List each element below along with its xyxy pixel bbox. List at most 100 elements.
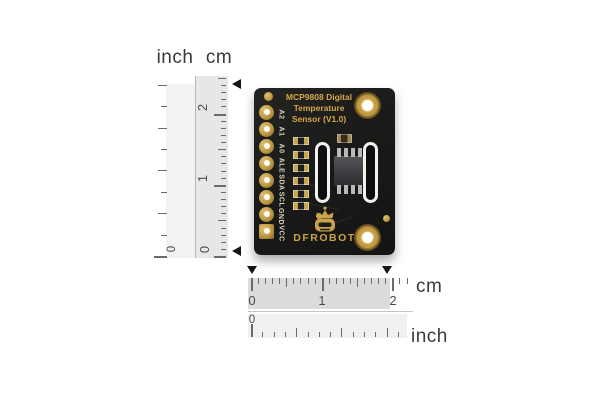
pin-hole-center bbox=[263, 228, 270, 234]
pin-hole-center bbox=[263, 211, 270, 217]
horizontal-cm-tick bbox=[343, 278, 344, 284]
horizontal-inch-tick bbox=[285, 332, 286, 337]
horizontal-inch-number-0: 0 bbox=[248, 314, 256, 326]
horizontal-inch-tick bbox=[398, 332, 399, 337]
ic-lead bbox=[344, 148, 348, 157]
pin-hole-center bbox=[263, 109, 270, 115]
horizontal-cm-number-2: 2 bbox=[389, 293, 397, 308]
board-title: MCP9808 Digital Temperature Sensor (V1.0… bbox=[260, 92, 378, 125]
horizontal-inch-tick bbox=[262, 332, 263, 337]
horizontal-cm-unit-label: cm bbox=[416, 276, 443, 297]
horizontal-inch-tick bbox=[296, 328, 297, 337]
horizontal-cm-tick bbox=[407, 278, 408, 284]
pin-hole-center bbox=[263, 126, 270, 132]
vertical-cm-tick bbox=[221, 249, 226, 250]
ic-lead bbox=[358, 185, 362, 194]
pin-label-text: VCC bbox=[277, 224, 285, 242]
horizontal-cm-tick bbox=[336, 278, 337, 284]
via-dot-top-left bbox=[264, 92, 273, 101]
pin-hole-scl bbox=[259, 189, 274, 205]
isolation-slot-right bbox=[363, 142, 378, 203]
board-title-line3: Sensor (V1.0) bbox=[291, 114, 347, 124]
horizontal-inch-tick bbox=[308, 332, 309, 337]
horizontal-cm-tick bbox=[399, 278, 400, 284]
pin-hole-sda bbox=[259, 172, 274, 188]
horizontal-inch-tick bbox=[274, 332, 275, 337]
horizontal-inch-tick bbox=[330, 332, 331, 337]
isolation-slot-left bbox=[315, 142, 330, 203]
horizontal-cm-tick bbox=[293, 278, 294, 284]
vertical-cm-tick bbox=[221, 206, 226, 207]
horizontal-cm-tick bbox=[364, 278, 365, 284]
vertical-cm-tick bbox=[214, 256, 226, 258]
horizontal-inch-unit-label: inch bbox=[411, 326, 448, 347]
ic-lead bbox=[337, 148, 341, 157]
pin-label-a1: A1 bbox=[273, 124, 289, 138]
board-top-extent-marker-icon bbox=[232, 79, 241, 89]
vertical-ruler-inch-unit-label: inch bbox=[156, 47, 194, 68]
board-right-extent-marker-icon bbox=[382, 266, 392, 274]
pin-hole-center bbox=[263, 160, 270, 166]
vertical-cm-tick bbox=[221, 135, 226, 136]
vertical-cm-tick bbox=[221, 99, 226, 100]
horizontal-inch-tick bbox=[251, 324, 253, 337]
vertical-cm-tick bbox=[221, 199, 226, 200]
horizontal-cm-tick bbox=[392, 278, 394, 291]
vertical-cm-tick bbox=[221, 128, 226, 129]
pin-hole-a1 bbox=[259, 121, 274, 137]
vertical-cm-tick bbox=[221, 106, 226, 107]
vertical-cm-number-1: 1 bbox=[195, 174, 211, 182]
horizontal-cm-tick bbox=[357, 278, 358, 287]
board-title-line1: MCP9808 Digital bbox=[285, 92, 353, 102]
horizontal-inch-tick bbox=[375, 332, 376, 337]
smd-resistor bbox=[293, 151, 309, 159]
vertical-inch-tick bbox=[161, 106, 167, 107]
vertical-cm-tick bbox=[221, 178, 226, 179]
vertical-cm-tick bbox=[221, 163, 226, 164]
pin-label-text: A0 bbox=[277, 143, 285, 153]
vertical-cm-tick bbox=[218, 149, 226, 150]
horizontal-cm-tick bbox=[329, 278, 330, 284]
horizontal-cm-tick bbox=[279, 278, 280, 284]
horizontal-cm-tick bbox=[258, 278, 259, 284]
horizontal-cm-number-1: 1 bbox=[318, 293, 326, 308]
vertical-inch-tick bbox=[161, 149, 167, 150]
ruler-separator-line bbox=[248, 311, 413, 312]
pin-hole-center bbox=[263, 143, 270, 149]
vertical-cm-tick bbox=[221, 142, 226, 143]
vertical-cm-tick bbox=[218, 78, 226, 79]
pin-label-text: SCL bbox=[277, 191, 285, 207]
horizontal-cm-tick bbox=[371, 278, 372, 284]
vertical-cm-tick bbox=[221, 92, 226, 93]
horizontal-cm-tick bbox=[272, 278, 273, 284]
via-dot-bottom-right bbox=[383, 215, 390, 222]
smd-resistor bbox=[293, 202, 309, 210]
horizontal-inch-tick bbox=[387, 328, 388, 337]
vertical-cm-tick bbox=[221, 156, 226, 157]
pin-label-text: SDA bbox=[277, 173, 285, 191]
horizontal-inch-tick bbox=[353, 332, 354, 337]
horizontal-cm-tick bbox=[286, 278, 287, 287]
vertical-inch-tick bbox=[158, 128, 167, 129]
horizontal-inch-ruler-strip bbox=[248, 314, 407, 338]
pin-label-text: GND bbox=[277, 207, 285, 225]
pin-label-vcc: VCC bbox=[273, 224, 289, 242]
pin-hole-vcc bbox=[259, 223, 274, 239]
pin-hole-center bbox=[263, 194, 270, 200]
pin-label-a0: A0 bbox=[273, 141, 289, 155]
dfrobot-logo-icon bbox=[315, 206, 335, 232]
horizontal-cm-number-0: 0 bbox=[248, 293, 256, 308]
board-title-line2: Temperature bbox=[293, 103, 345, 113]
pin-label-text: ALE bbox=[277, 157, 285, 173]
horizontal-cm-tick bbox=[378, 278, 379, 284]
pin-hole-ale bbox=[259, 155, 274, 171]
ic-lead bbox=[351, 185, 355, 194]
vertical-inch-tick bbox=[158, 213, 167, 214]
mcp9808-ic-chip bbox=[334, 156, 363, 186]
horizontal-cm-tick bbox=[322, 278, 324, 291]
horizontal-inch-tick bbox=[341, 328, 342, 337]
pin-hole-center bbox=[263, 177, 270, 183]
horizontal-cm-ruler-strip bbox=[248, 278, 390, 309]
smd-resistor bbox=[293, 177, 309, 185]
vertical-cm-tick bbox=[214, 114, 226, 116]
